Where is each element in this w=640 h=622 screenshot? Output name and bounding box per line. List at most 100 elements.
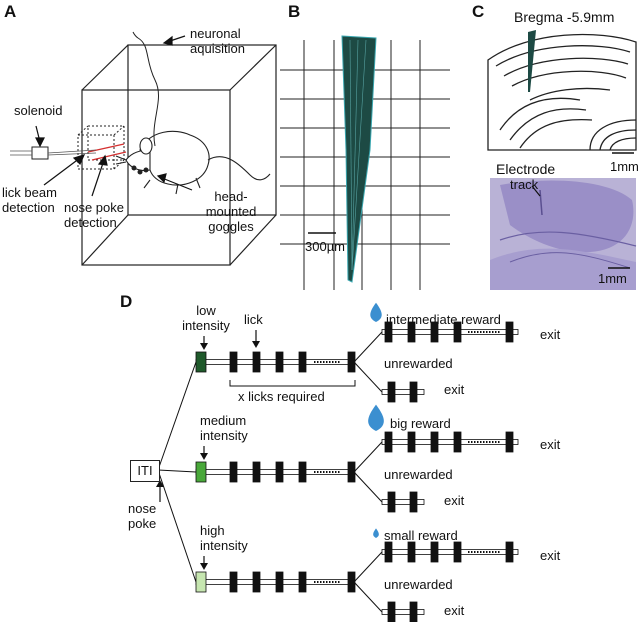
exit-1b: exit	[444, 382, 465, 397]
exit-lick-2-0	[387, 601, 396, 622]
intensity-high-2: intensity	[200, 538, 248, 553]
lick-mark-0-0	[229, 351, 238, 373]
lick-mark-final-1	[347, 461, 356, 483]
nose-poke-label-1: nose	[128, 501, 157, 516]
reward-lick-final-1	[505, 431, 514, 453]
arrow-nose-poke	[156, 480, 164, 487]
cue-light-1	[195, 461, 207, 483]
goggles-label-1: head-	[214, 189, 248, 204]
reward-lick-0-1	[407, 321, 416, 343]
exit-lick-2-1	[409, 601, 418, 622]
lick-mark-0-2	[275, 351, 284, 373]
reward-lick-final-2	[505, 541, 514, 563]
panel-c: C Bregma -5.9mm 1mm Electrode track 1mm	[460, 0, 640, 290]
lick-beam-label-1: lick beam	[2, 185, 57, 200]
lick-mark-0-1	[252, 351, 261, 373]
goggles-label-3: goggles	[208, 219, 254, 234]
reward-lick-1-2	[430, 431, 439, 453]
arrow-lick	[252, 341, 260, 348]
arrow-low	[200, 343, 208, 350]
scale-label-b: 300µm	[305, 239, 346, 254]
licks-required-label: x licks required	[238, 389, 325, 404]
exit-3a: exit	[540, 548, 561, 563]
nose-poke-label-2: poke	[128, 516, 157, 531]
exit-lick-0-0	[387, 381, 396, 403]
arrow-medium	[200, 453, 208, 460]
lick-mark-2-2	[275, 571, 284, 593]
exit-2b: exit	[444, 493, 465, 508]
scale-label-c-top: 1mm	[610, 159, 639, 174]
lick-mark-1-0	[229, 461, 238, 483]
lick-mark-0-3	[298, 351, 307, 373]
intensity-low-2: intensity	[182, 318, 230, 333]
recording-cable	[132, 31, 159, 147]
arrow-high	[200, 563, 208, 570]
exit-1a: exit	[540, 327, 561, 342]
water-drop-icon-2	[373, 528, 379, 538]
panel-d: D ITI nose poke low intensity lick x lic…	[0, 290, 640, 622]
reward-lick-1-1	[407, 431, 416, 453]
reward-lick-1-3	[453, 431, 462, 453]
intensity-low-1: low	[196, 303, 216, 318]
reward-lick-2-3	[453, 541, 462, 563]
reward-intermediate-label: intermediate reward	[386, 312, 501, 327]
unrewarded-2: unrewarded	[384, 467, 453, 482]
lick-mark-2-0	[229, 571, 238, 593]
solenoid-icon	[31, 146, 49, 160]
reward-lick-2-0	[384, 541, 393, 563]
panel-a: A	[0, 0, 280, 290]
iti-label: ITI	[137, 463, 153, 478]
iti-box	[130, 460, 160, 482]
exit-lick-1-1	[409, 491, 418, 513]
lick-mark-2-3	[298, 571, 307, 593]
panel-a-label: A	[4, 2, 17, 21]
lick-mark-1-3	[298, 461, 307, 483]
nose-poke-detection-label-2: detection	[64, 215, 117, 230]
rat-icon	[115, 130, 271, 195]
licks-bracket	[229, 380, 356, 387]
reward-lick-2-1	[407, 541, 416, 563]
unrewarded-1: unrewarded	[384, 356, 453, 371]
water-drop-icon-0	[370, 302, 382, 322]
cue-light-2	[195, 571, 207, 593]
goggles-label-2: mounted	[205, 204, 257, 219]
reward-big-label: big reward	[390, 416, 451, 431]
intensity-medium-2: intensity	[200, 428, 248, 443]
lick-label: lick	[244, 312, 263, 327]
reward-lick-final-0	[505, 321, 514, 343]
scale-label-c-bottom: 1mm	[598, 271, 627, 286]
reward-lick-1-0	[384, 431, 393, 453]
intensity-medium-1: medium	[200, 413, 247, 428]
water-drop-icon-1	[368, 404, 384, 431]
reward-small-label: small reward	[384, 528, 458, 543]
brain-atlas-section	[487, 30, 637, 290]
panel-d-label: D	[120, 292, 133, 311]
panel-c-label: C	[472, 2, 485, 21]
reward-lick-0-0	[384, 321, 393, 343]
electrode-grid	[280, 35, 450, 290]
exit-lick-1-0	[387, 491, 396, 513]
exit-3b: exit	[444, 603, 465, 618]
neuronal-acquisition-label: neuronal aquisition	[190, 26, 245, 56]
exit-2a: exit	[540, 437, 561, 452]
bregma-label: Bregma -5.9mm	[514, 9, 615, 25]
intensity-high-1: high	[200, 523, 225, 538]
track-label: track	[510, 177, 539, 192]
lick-mark-2-1	[252, 571, 261, 593]
solenoid-label: solenoid	[14, 103, 63, 118]
unrewarded-3: unrewarded	[384, 577, 453, 592]
lick-mark-final-2	[347, 571, 356, 593]
behavior-box-illustration	[10, 31, 277, 266]
lick-mark-final-0	[347, 351, 356, 373]
task-schematic	[156, 302, 519, 622]
reward-lick-0-3	[453, 321, 462, 343]
nose-poke-detection-label-1: nose poke	[64, 200, 124, 215]
cue-light-0	[195, 351, 207, 373]
panel-b-label: B	[288, 2, 301, 21]
reward-lick-2-2	[430, 541, 439, 563]
lick-mark-1-1	[252, 461, 261, 483]
panel-b: B 300µm	[280, 0, 460, 290]
lick-beam-label-2: detection	[2, 200, 55, 215]
lick-mark-1-2	[275, 461, 284, 483]
electrode-label: Electrode	[496, 161, 556, 177]
